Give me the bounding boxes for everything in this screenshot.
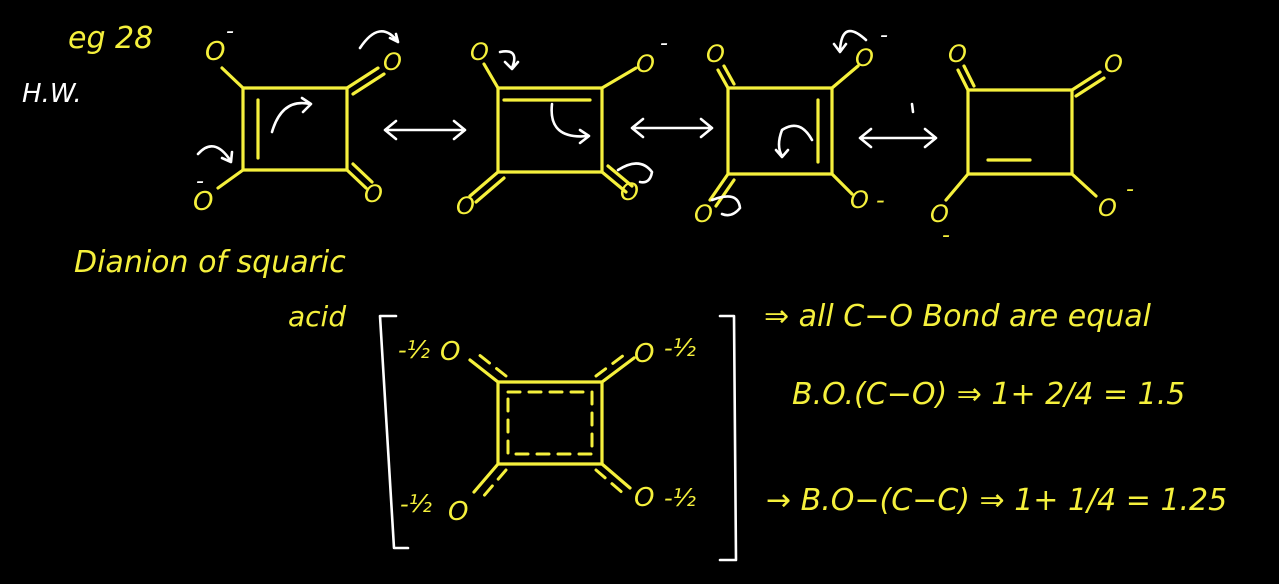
negative-charge: - bbox=[876, 186, 885, 214]
partial-charge: -½ bbox=[398, 336, 430, 364]
oxygen-atom: O bbox=[193, 187, 213, 217]
curved-arrow-icon bbox=[196, 145, 234, 164]
bond-order-cc: → B.O−(C−C) ⇒ 1+ 1/4 = 1.25 bbox=[766, 483, 1227, 518]
resonance-structure-1: O - O O - O bbox=[193, 19, 402, 217]
negative-charge: - bbox=[196, 169, 204, 194]
right-square-bracket bbox=[718, 314, 738, 562]
oxygen-atom: O bbox=[620, 178, 639, 206]
curved-arrow-icon bbox=[270, 96, 313, 134]
oxygen-atom: O bbox=[855, 44, 874, 72]
oxygen-atom: O bbox=[930, 200, 949, 228]
curved-arrow-icon bbox=[358, 30, 400, 50]
oxygen-atom: O bbox=[1098, 194, 1117, 222]
oxygen-atom: O bbox=[456, 192, 475, 220]
oxygen-atom: O bbox=[470, 38, 489, 66]
oxygen-atom: O bbox=[448, 497, 468, 527]
caption-line-2: acid bbox=[288, 300, 346, 333]
oxygen-atom: O bbox=[383, 48, 402, 76]
oxygen-atom: O bbox=[364, 180, 383, 208]
resonance-structure-2: O O - O O bbox=[456, 31, 668, 220]
double-headed-arrow-icon bbox=[858, 102, 938, 149]
caption-line-1: Dianion of squaric bbox=[74, 245, 346, 280]
curved-arrow-icon bbox=[710, 195, 742, 217]
oxygen-atom: O bbox=[948, 40, 967, 68]
oxygen-atom: O bbox=[1104, 50, 1123, 78]
double-headed-arrow-icon bbox=[383, 119, 467, 141]
resonance-hybrid-structure: -½ O O -½ -½ O O -½ bbox=[398, 334, 696, 527]
oxygen-atom: O bbox=[634, 339, 654, 369]
oxygen-atom: O bbox=[694, 200, 713, 228]
curved-arrow-icon bbox=[498, 50, 520, 71]
resonance-structure-4: O O O - O - bbox=[930, 40, 1134, 248]
left-square-bracket bbox=[378, 314, 410, 550]
oxygen-atom: O bbox=[636, 50, 655, 78]
negative-charge: - bbox=[942, 223, 950, 248]
curved-arrow-icon bbox=[550, 102, 591, 145]
oxygen-atom: O bbox=[850, 186, 869, 214]
resonance-structure-3: O O - O O - bbox=[694, 23, 888, 228]
bond-note-1: ⇒ all C−O Bond are equal bbox=[764, 299, 1152, 334]
partial-charge: -½ bbox=[400, 490, 432, 518]
curved-arrow-icon bbox=[616, 162, 654, 184]
partial-charge: -½ bbox=[664, 334, 696, 362]
curved-arrow-icon bbox=[774, 124, 814, 159]
curved-arrow-icon bbox=[832, 29, 868, 54]
negative-charge: - bbox=[226, 19, 234, 44]
bond-order-co: B.O.(C−O) ⇒ 1+ 2/4 = 1.5 bbox=[792, 377, 1185, 412]
oxygen-atom: O bbox=[706, 40, 725, 68]
double-headed-arrow-icon bbox=[630, 117, 714, 139]
negative-charge: - bbox=[660, 31, 668, 56]
negative-charge: - bbox=[880, 23, 888, 48]
partial-charge: -½ bbox=[664, 484, 696, 512]
oxygen-atom: O bbox=[440, 337, 460, 367]
example-label: eg 28 bbox=[68, 21, 153, 56]
negative-charge: - bbox=[1126, 177, 1134, 202]
oxygen-atom: O bbox=[205, 37, 225, 67]
homework-label: H.W. bbox=[22, 79, 82, 109]
oxygen-atom: O bbox=[634, 483, 654, 513]
